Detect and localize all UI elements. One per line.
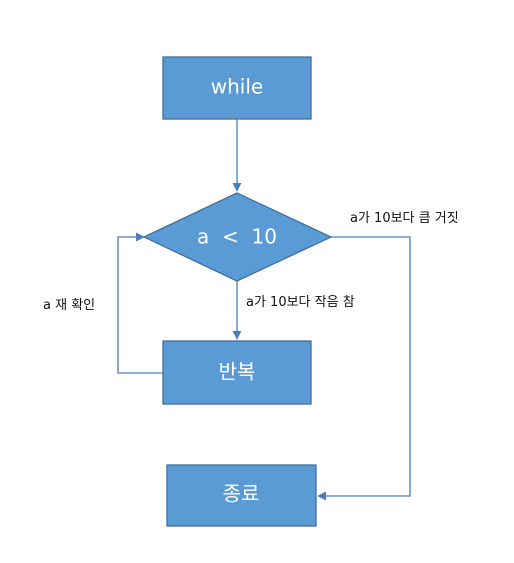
while-node-label: while (211, 75, 263, 99)
end-node-label: 종료 (223, 482, 260, 506)
false-branch-label: a가 10보다 큼 거짓 (350, 211, 459, 226)
true-branch-label: a가 10보다 작음 참 (246, 295, 355, 310)
condition-node-label: a < 10 (197, 225, 277, 249)
connector-condition-false-to-end (317, 236, 411, 501)
condition-node: a < 10 (142, 192, 333, 282)
end-node: 종료 (166, 464, 317, 527)
loop-body-node-label: 반복 (219, 360, 256, 384)
recheck-label: a 재 확인 (43, 298, 95, 313)
loop-body-node: 반복 (162, 340, 312, 405)
connector-loop-back-to-condition (117, 232, 163, 374)
while-node: while (162, 56, 312, 120)
